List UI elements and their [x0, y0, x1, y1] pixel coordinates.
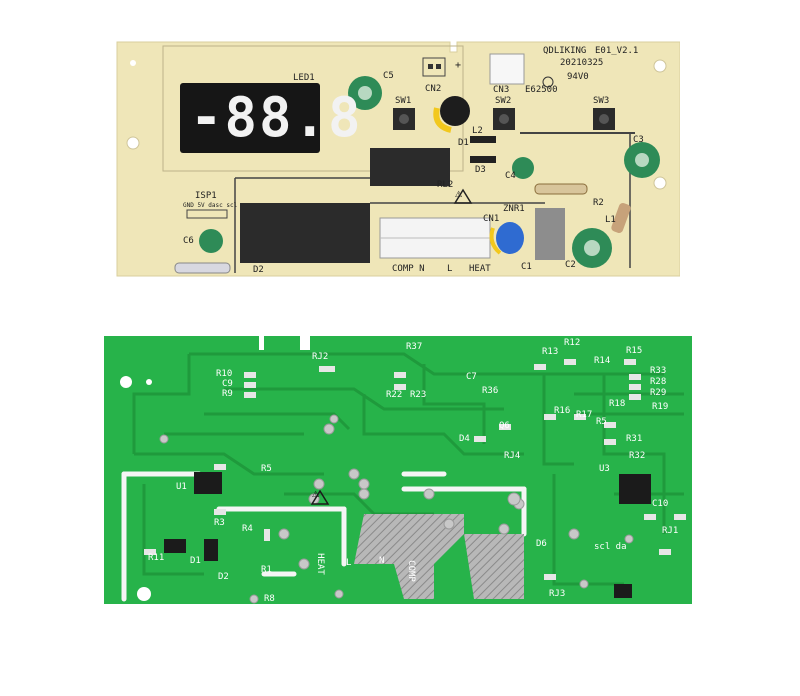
r36-label: R36: [482, 386, 499, 396]
c6-label: C6: [183, 236, 194, 246]
isp1-label: ISP1: [195, 191, 217, 201]
r13-label: R13: [542, 347, 559, 357]
r9-label: R9: [222, 389, 233, 399]
r16-label: R16: [554, 406, 571, 416]
sw2-label: SW2: [495, 96, 512, 106]
c7-label: C7: [466, 372, 477, 382]
rj4-label: RJ4: [504, 451, 521, 461]
board-brand-label: QDLIKING: [543, 46, 587, 56]
d6-label: D6: [536, 539, 547, 549]
r2-label: R2: [593, 198, 604, 208]
r19-label: R19: [652, 402, 669, 412]
d1-bottom-label: D1: [190, 556, 201, 566]
r5a-label: R5: [596, 417, 607, 427]
q6-label: Q6: [499, 421, 510, 431]
l-pad-label: L: [346, 558, 352, 568]
board-date-label: 20210325: [560, 58, 604, 68]
r14-label: R14: [594, 356, 611, 366]
r18-label: R18: [609, 399, 626, 409]
r17-label: R17: [576, 410, 593, 420]
rl2-label: RL2: [437, 180, 454, 190]
d2-label: D2: [253, 265, 264, 275]
cn1-label: CN1: [483, 214, 500, 224]
c9-label: C9: [222, 379, 233, 389]
r12-label: R12: [564, 338, 581, 348]
d1-label: D1: [458, 138, 469, 148]
r1-label: R1: [261, 565, 272, 575]
rj1-label: RJ1: [662, 526, 679, 536]
comp-n-label: COMP N: [392, 264, 425, 274]
r29-label: R29: [650, 388, 667, 398]
d3-label: D3: [475, 165, 486, 175]
polarity-plus-label: +: [455, 60, 462, 71]
r3-label: R3: [214, 518, 225, 528]
r8-label: R8: [264, 594, 275, 604]
r37-label: R37: [406, 342, 423, 352]
led-display-readout: -88.8: [190, 86, 363, 149]
c5-label: C5: [383, 71, 394, 81]
top-pcb-board: -88.8 QDLIKING E01_V2.1 20210325 E62500 …: [115, 38, 681, 278]
warning-symbol: ⚠: [455, 186, 463, 200]
r33-label: R33: [650, 366, 667, 376]
cn2-label: CN2: [425, 84, 442, 94]
r23-label: R23: [410, 390, 427, 400]
isp-pin-labels: GND 5V dasc scl: [183, 202, 238, 209]
d4-label: D4: [459, 434, 470, 444]
c4-label: C4: [505, 171, 516, 181]
r10-label: R10: [216, 369, 233, 379]
bottom-pcb-artwork: [104, 336, 692, 604]
cn3-label: CN3: [493, 85, 510, 95]
n-pad-label: N: [379, 556, 385, 566]
l1-label: L1: [605, 215, 616, 225]
heat-terminal-label: HEAT: [469, 264, 491, 274]
bottom-warning-symbol: ⚠: [312, 486, 320, 500]
znr1-label: ZNR1: [503, 204, 525, 214]
l-terminal-label: L: [447, 264, 453, 274]
rj2-label: RJ2: [312, 352, 329, 362]
rj3-label: RJ3: [549, 589, 566, 599]
bottom-pcb-board: RJ2 R37 R10 C9 R9 C7 R22 R23 R36 R13 R12…: [104, 334, 692, 606]
l2-label: L2: [472, 126, 483, 136]
r28-label: R28: [650, 377, 667, 387]
r5-label: R5: [261, 464, 272, 474]
u1-label: U1: [176, 482, 187, 492]
r4-label: R4: [242, 524, 253, 534]
r11-label: R11: [148, 553, 165, 563]
sw3-label: SW3: [593, 96, 610, 106]
r31-label: R31: [626, 434, 643, 444]
flammability-label: 94V0: [567, 72, 589, 82]
heat-pad-label: HEAT: [314, 553, 325, 575]
comp-pad-label: COMP: [405, 560, 416, 582]
r32-label: R32: [629, 451, 646, 461]
c3-label: C3: [633, 135, 644, 145]
c10-label: C10: [652, 499, 669, 509]
sw1-label: SW1: [395, 96, 412, 106]
led1-label: LED1: [293, 73, 315, 83]
top-pcb-artwork: [116, 41, 681, 277]
c2-label: C2: [565, 260, 576, 270]
c1-label: C1: [521, 262, 532, 272]
d2-bottom-label: D2: [218, 572, 229, 582]
r15-label: R15: [626, 346, 643, 356]
u3-label: U3: [599, 464, 610, 474]
cert-label: E62500: [525, 85, 558, 95]
board-version-label: E01_V2.1: [595, 46, 639, 56]
sclda-label: scl da: [594, 542, 627, 552]
r22-label: R22: [386, 390, 403, 400]
